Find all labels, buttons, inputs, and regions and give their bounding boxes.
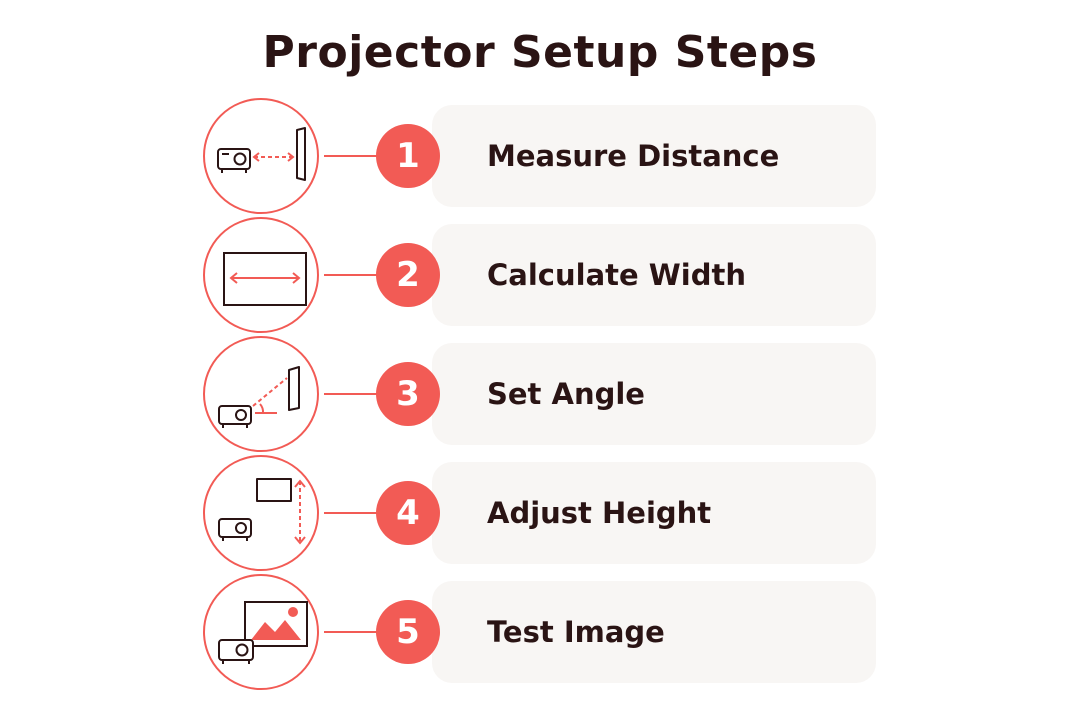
step-icon-circle — [203, 98, 319, 214]
step-label: Test Image — [487, 615, 665, 649]
step-icon-circle — [203, 217, 319, 333]
step-number-badge: 1 — [376, 124, 440, 188]
test-image-icon — [218, 601, 308, 664]
step-1: 1 Measure Distance — [0, 98, 1080, 216]
step-label: Measure Distance — [487, 139, 780, 173]
connector-line — [324, 631, 380, 633]
connector-line — [324, 155, 380, 157]
step-card — [432, 581, 876, 683]
projector-angle-icon — [218, 366, 300, 428]
connector-line — [324, 512, 380, 514]
step-number-badge: 3 — [376, 362, 440, 426]
step-card — [432, 462, 876, 564]
step-number-badge: 2 — [376, 243, 440, 307]
step-3: 3 Set Angle — [0, 336, 1080, 454]
step-4: 4 Adjust Height — [0, 455, 1080, 573]
step-icon-circle — [203, 574, 319, 690]
step-number-badge: 4 — [376, 481, 440, 545]
step-card — [432, 224, 876, 326]
page-title: Projector Setup Steps — [262, 27, 818, 78]
screen-width-icon — [223, 252, 307, 306]
step-icon-circle — [203, 455, 319, 571]
step-card — [432, 343, 876, 445]
step-label: Adjust Height — [487, 496, 712, 530]
step-card — [432, 105, 876, 207]
step-label: Set Angle — [487, 377, 645, 411]
connector-line — [324, 274, 380, 276]
step-2: 2 Calculate Width — [0, 217, 1080, 335]
step-label: Calculate Width — [487, 258, 746, 292]
connector-line — [324, 393, 380, 395]
step-5: 5 Test Image — [0, 574, 1080, 692]
projector-height-icon — [218, 478, 306, 545]
step-number-badge: 5 — [376, 600, 440, 664]
projector-distance-icon — [217, 127, 306, 181]
step-icon-circle — [203, 336, 319, 452]
